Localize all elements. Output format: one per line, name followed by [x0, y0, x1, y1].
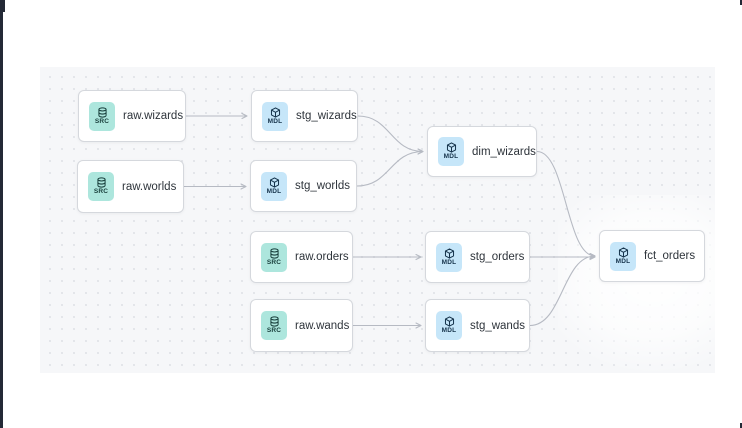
- cube-icon: [618, 247, 629, 258]
- src-type-badge: SRC: [261, 311, 287, 340]
- mdl-type-badge: MDL: [438, 137, 464, 166]
- corner-artifact: [740, 423, 742, 428]
- badge-label: MDL: [441, 258, 457, 266]
- node-label: stg_wizards: [296, 110, 357, 122]
- cube-icon: [444, 316, 455, 327]
- badge-label: SRC: [94, 117, 110, 125]
- mdl-type-badge: MDL: [262, 101, 288, 131]
- mdl-type-badge: MDL: [261, 171, 287, 201]
- node-label: raw.worlds: [122, 180, 177, 193]
- mdl-type-badge: MDL: [610, 241, 636, 271]
- badge-label: MDL: [266, 187, 282, 195]
- badge-label: SRC: [93, 188, 109, 196]
- badge-label: SRC: [266, 327, 282, 335]
- node-stg-orders[interactable]: MDL stg_orders: [425, 231, 530, 283]
- node-raw-wands[interactable]: SRC raw.wands: [250, 299, 353, 352]
- corner-artifact: [740, 0, 742, 5]
- database-icon: [269, 248, 280, 259]
- node-raw-worlds[interactable]: SRC raw.worlds: [77, 160, 184, 213]
- node-raw-wizards[interactable]: SRC raw.wizards: [78, 90, 186, 142]
- src-type-badge: SRC: [261, 242, 287, 272]
- node-label: stg_orders: [470, 251, 525, 263]
- node-label: stg_worlds: [295, 180, 350, 192]
- node-label: raw.wands: [295, 319, 350, 332]
- cube-icon: [444, 248, 455, 259]
- database-icon: [269, 316, 280, 327]
- node-stg-wizards[interactable]: MDL stg_wizards: [251, 90, 358, 142]
- mdl-type-badge: MDL: [436, 242, 462, 272]
- node-raw-orders[interactable]: SRC raw.orders: [250, 231, 353, 283]
- src-type-badge: SRC: [89, 101, 115, 131]
- cube-icon: [446, 142, 457, 153]
- window-left-border: [0, 0, 3, 428]
- node-label: raw.orders: [295, 251, 349, 263]
- node-label: dim_wizards: [472, 145, 536, 158]
- node-stg-worlds[interactable]: MDL stg_worlds: [250, 160, 357, 212]
- badge-label: MDL: [615, 257, 631, 265]
- node-label: fct_orders: [644, 250, 696, 262]
- cube-icon: [269, 177, 280, 188]
- selected-node-glow: [558, 195, 715, 373]
- badge-label: MDL: [441, 327, 457, 335]
- corner-artifact: [0, 0, 5, 12]
- badge-label: MDL: [267, 117, 283, 125]
- node-fct-orders[interactable]: MDL fct_orders: [599, 230, 705, 282]
- database-icon: [96, 177, 107, 188]
- node-dim-wizards[interactable]: MDL dim_wizards: [427, 126, 537, 177]
- src-type-badge: SRC: [88, 172, 114, 201]
- badge-label: MDL: [443, 153, 459, 161]
- node-label: stg_wands: [470, 319, 525, 332]
- mdl-type-badge: MDL: [436, 311, 462, 340]
- database-icon: [97, 107, 108, 118]
- cube-icon: [270, 107, 281, 118]
- badge-label: SRC: [266, 258, 282, 266]
- node-stg-wands[interactable]: MDL stg_wands: [425, 299, 530, 352]
- node-label: raw.wizards: [123, 110, 184, 122]
